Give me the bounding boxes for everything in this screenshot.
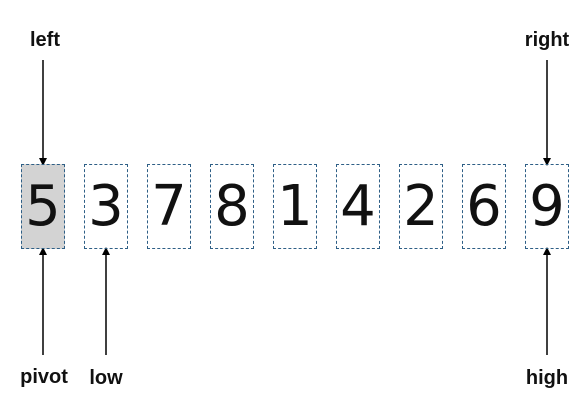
array-cell: 9 bbox=[525, 164, 569, 249]
high-label: high bbox=[525, 367, 569, 389]
array-cell: 1 bbox=[273, 164, 317, 249]
array-cell: 8 bbox=[210, 164, 254, 249]
array-cell: 2 bbox=[399, 164, 443, 249]
array-cell: 5 bbox=[21, 164, 65, 249]
low-label: low bbox=[89, 367, 123, 389]
array-cell: 4 bbox=[336, 164, 380, 249]
array-cell: 3 bbox=[84, 164, 128, 249]
array-cell: 6 bbox=[462, 164, 506, 249]
right-label: right bbox=[524, 29, 570, 51]
array-cell: 7 bbox=[147, 164, 191, 249]
left-label: left bbox=[30, 29, 60, 51]
pivot-label: pivot bbox=[20, 366, 68, 388]
